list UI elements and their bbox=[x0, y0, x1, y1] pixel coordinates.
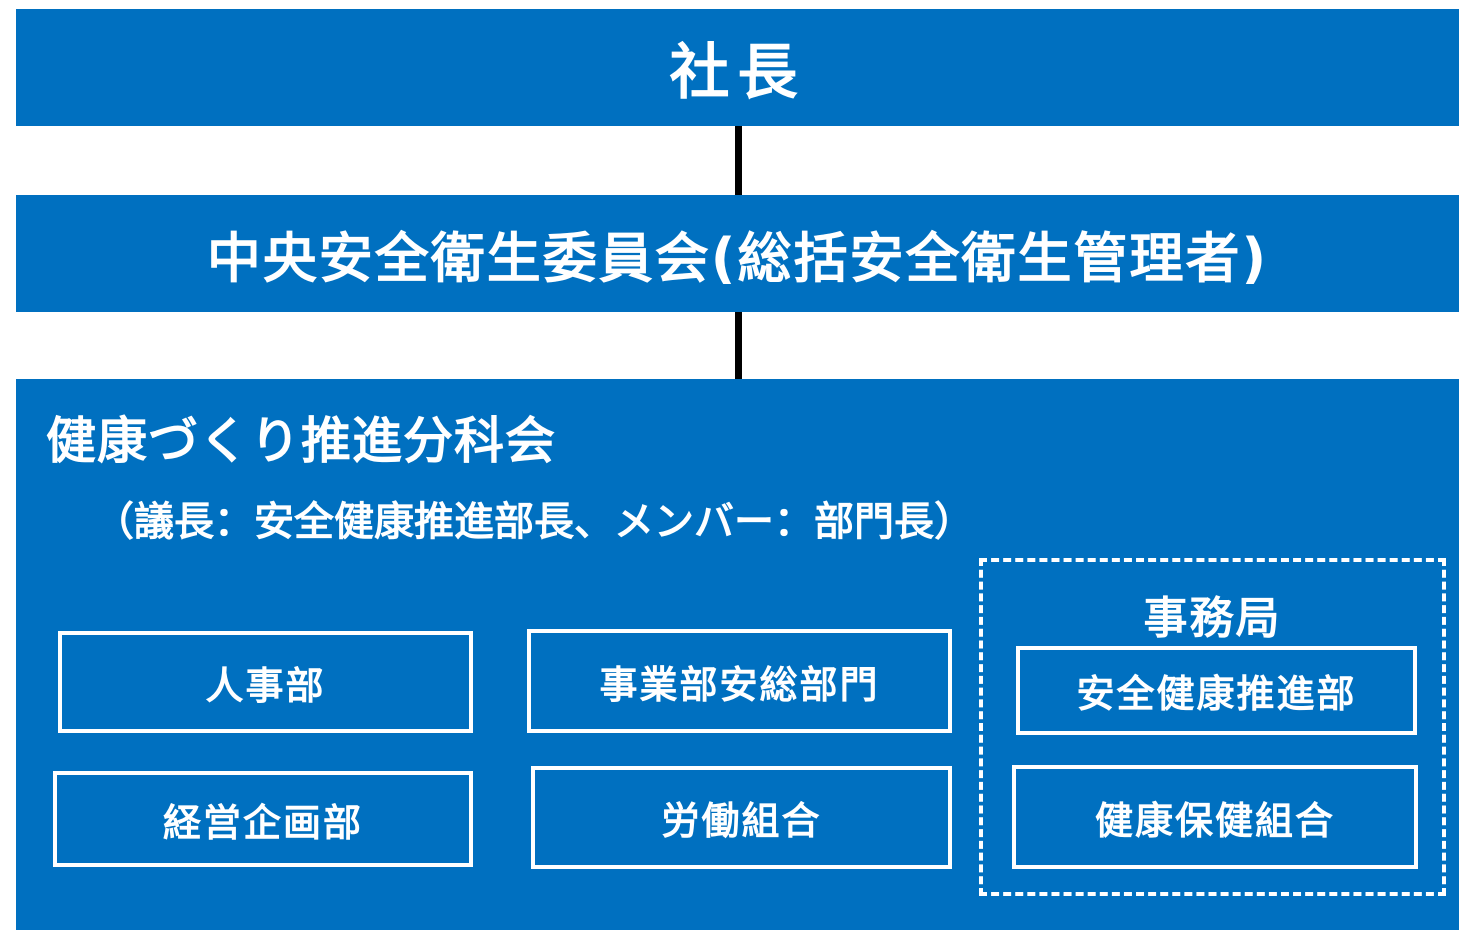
secretariat-group: 事務局 安全健康推進部 健康保健組合 bbox=[979, 558, 1446, 896]
president-label: 社長 bbox=[669, 38, 806, 108]
department-label: 労働組合 bbox=[661, 799, 822, 843]
department-label: 事業部安総部門 bbox=[599, 662, 880, 707]
subcommittee-title: 健康づくり推進分科会 bbox=[46, 412, 556, 470]
secretariat-title: 事務局 bbox=[1143, 593, 1282, 644]
subcommittee-panel: 健康づくり推進分科会 （議長：安全健康推進部長、メンバー：部門長） 人事部 事業… bbox=[16, 379, 1459, 930]
department-box-hr: 人事部 bbox=[58, 631, 473, 733]
department-label: 経営企画部 bbox=[162, 800, 363, 845]
secretariat-unit-box-safety-health: 安全健康推進部 bbox=[1016, 646, 1417, 735]
president-box: 社長 bbox=[16, 9, 1459, 126]
secretariat-unit-label: 安全健康推進部 bbox=[1076, 672, 1357, 716]
connector-line bbox=[735, 126, 742, 195]
subcommittee-members-note: （議長：安全健康推進部長、メンバー：部門長） bbox=[94, 499, 974, 545]
department-box-labor-union: 労働組合 bbox=[531, 766, 952, 869]
secretariat-unit-box-health-insurance: 健康保健組合 bbox=[1012, 765, 1418, 869]
secretariat-unit-label: 健康保健組合 bbox=[1094, 798, 1335, 843]
department-box-business-safety: 事業部安総部門 bbox=[527, 629, 952, 733]
department-label: 人事部 bbox=[205, 663, 326, 708]
department-box-corporate-planning: 経営企画部 bbox=[53, 771, 473, 867]
connector-line bbox=[735, 312, 742, 379]
central-committee-label: 中央安全衛生委員会(総括安全衛生管理者) bbox=[206, 227, 1269, 290]
central-committee-box: 中央安全衛生委員会(総括安全衛生管理者) bbox=[16, 195, 1459, 312]
